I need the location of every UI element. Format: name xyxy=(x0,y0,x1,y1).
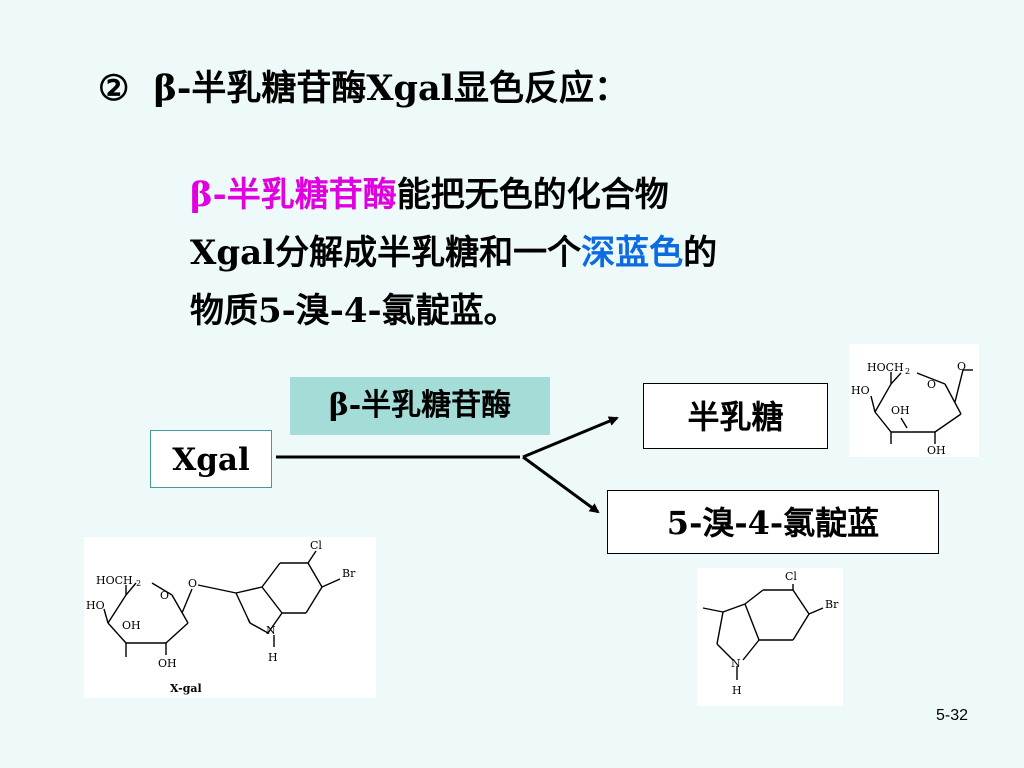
galactose-structure: HOCH 2 O O HO OH OH xyxy=(851,360,973,457)
gal-link-o: O xyxy=(957,360,966,373)
xgal-link-o: O xyxy=(188,577,197,590)
heading-title: β-半乳糖苷酶Xgal显色反应： xyxy=(153,68,629,109)
line2-start: Xgal分解成半乳糖和一个 xyxy=(190,233,582,273)
gal-ring-o: O xyxy=(927,378,936,391)
arrow-to-galactose xyxy=(522,416,619,459)
indole-structure: Cl Br N H xyxy=(702,570,839,697)
xgal-br: Br xyxy=(342,567,356,580)
enzyme-highlight: β-半乳糖苷酶 xyxy=(190,175,397,215)
indole-br: Br xyxy=(825,598,839,611)
gal-hoch2-sub: 2 xyxy=(905,367,910,376)
xgal-structure-image: HOCH 2 O O HO OH OH Cl Br N H X-gal xyxy=(84,537,376,698)
slide-heading: ② β-半乳糖苷酶Xgal显色反应： xyxy=(98,60,629,111)
paragraph-line-3: 物质5-溴-4-氯靛蓝。 xyxy=(190,282,717,340)
substrate-box: Xgal xyxy=(150,430,272,488)
xgal-ho: HO xyxy=(86,599,105,612)
indole-n: N xyxy=(731,657,741,670)
xgal-structure: HOCH 2 O O HO OH OH Cl Br N H X-gal xyxy=(86,539,356,695)
enzyme-label-box: β-半乳糖苷酶 xyxy=(290,377,550,435)
line1-rest: 能把无色的化合物 xyxy=(396,175,669,215)
xgal-ring-o: O xyxy=(160,589,169,602)
indole-h: H xyxy=(732,684,742,697)
color-word: 深蓝色 xyxy=(581,233,684,273)
arrow-to-indigo xyxy=(522,455,600,514)
product-galactose-box: 半乳糖 xyxy=(643,383,828,449)
gal-oh-bottom: OH xyxy=(927,444,946,457)
xgal-hoch2: HOCH xyxy=(96,574,133,587)
indole-cl: Cl xyxy=(785,570,797,583)
gal-ho: HO xyxy=(851,384,870,397)
line3: 物质5-溴-4-氯靛蓝。 xyxy=(190,291,518,331)
xgal-caption: X-gal xyxy=(170,682,202,695)
gal-hoch2: HOCH xyxy=(867,361,904,374)
galactose-structure-image: HOCH 2 O O HO OH OH xyxy=(849,344,979,457)
xgal-h: H xyxy=(268,651,278,664)
xgal-oh-inner: OH xyxy=(122,619,141,632)
xgal-oh-bottom: OH xyxy=(158,657,177,670)
paragraph-line-2: Xgal分解成半乳糖和一个深蓝色的 xyxy=(190,224,717,282)
indole-structure-image: Cl Br N H xyxy=(697,568,843,706)
xgal-hoch2-sub: 2 xyxy=(136,579,141,588)
description-paragraph: β-半乳糖苷酶能把无色的化合物 Xgal分解成半乳糖和一个深蓝色的 物质5-溴-… xyxy=(190,166,717,340)
circled-number: ② xyxy=(98,68,130,109)
page-number: 5-32 xyxy=(936,707,969,724)
xgal-n: N xyxy=(266,624,276,637)
product-indigo-box: 5-溴-4-氯靛蓝 xyxy=(607,490,939,554)
xgal-cl: Cl xyxy=(310,539,322,552)
line2-end: 的 xyxy=(683,233,718,273)
gal-oh-inner: OH xyxy=(891,404,910,417)
paragraph-line-1: β-半乳糖苷酶能把无色的化合物 xyxy=(190,166,717,224)
